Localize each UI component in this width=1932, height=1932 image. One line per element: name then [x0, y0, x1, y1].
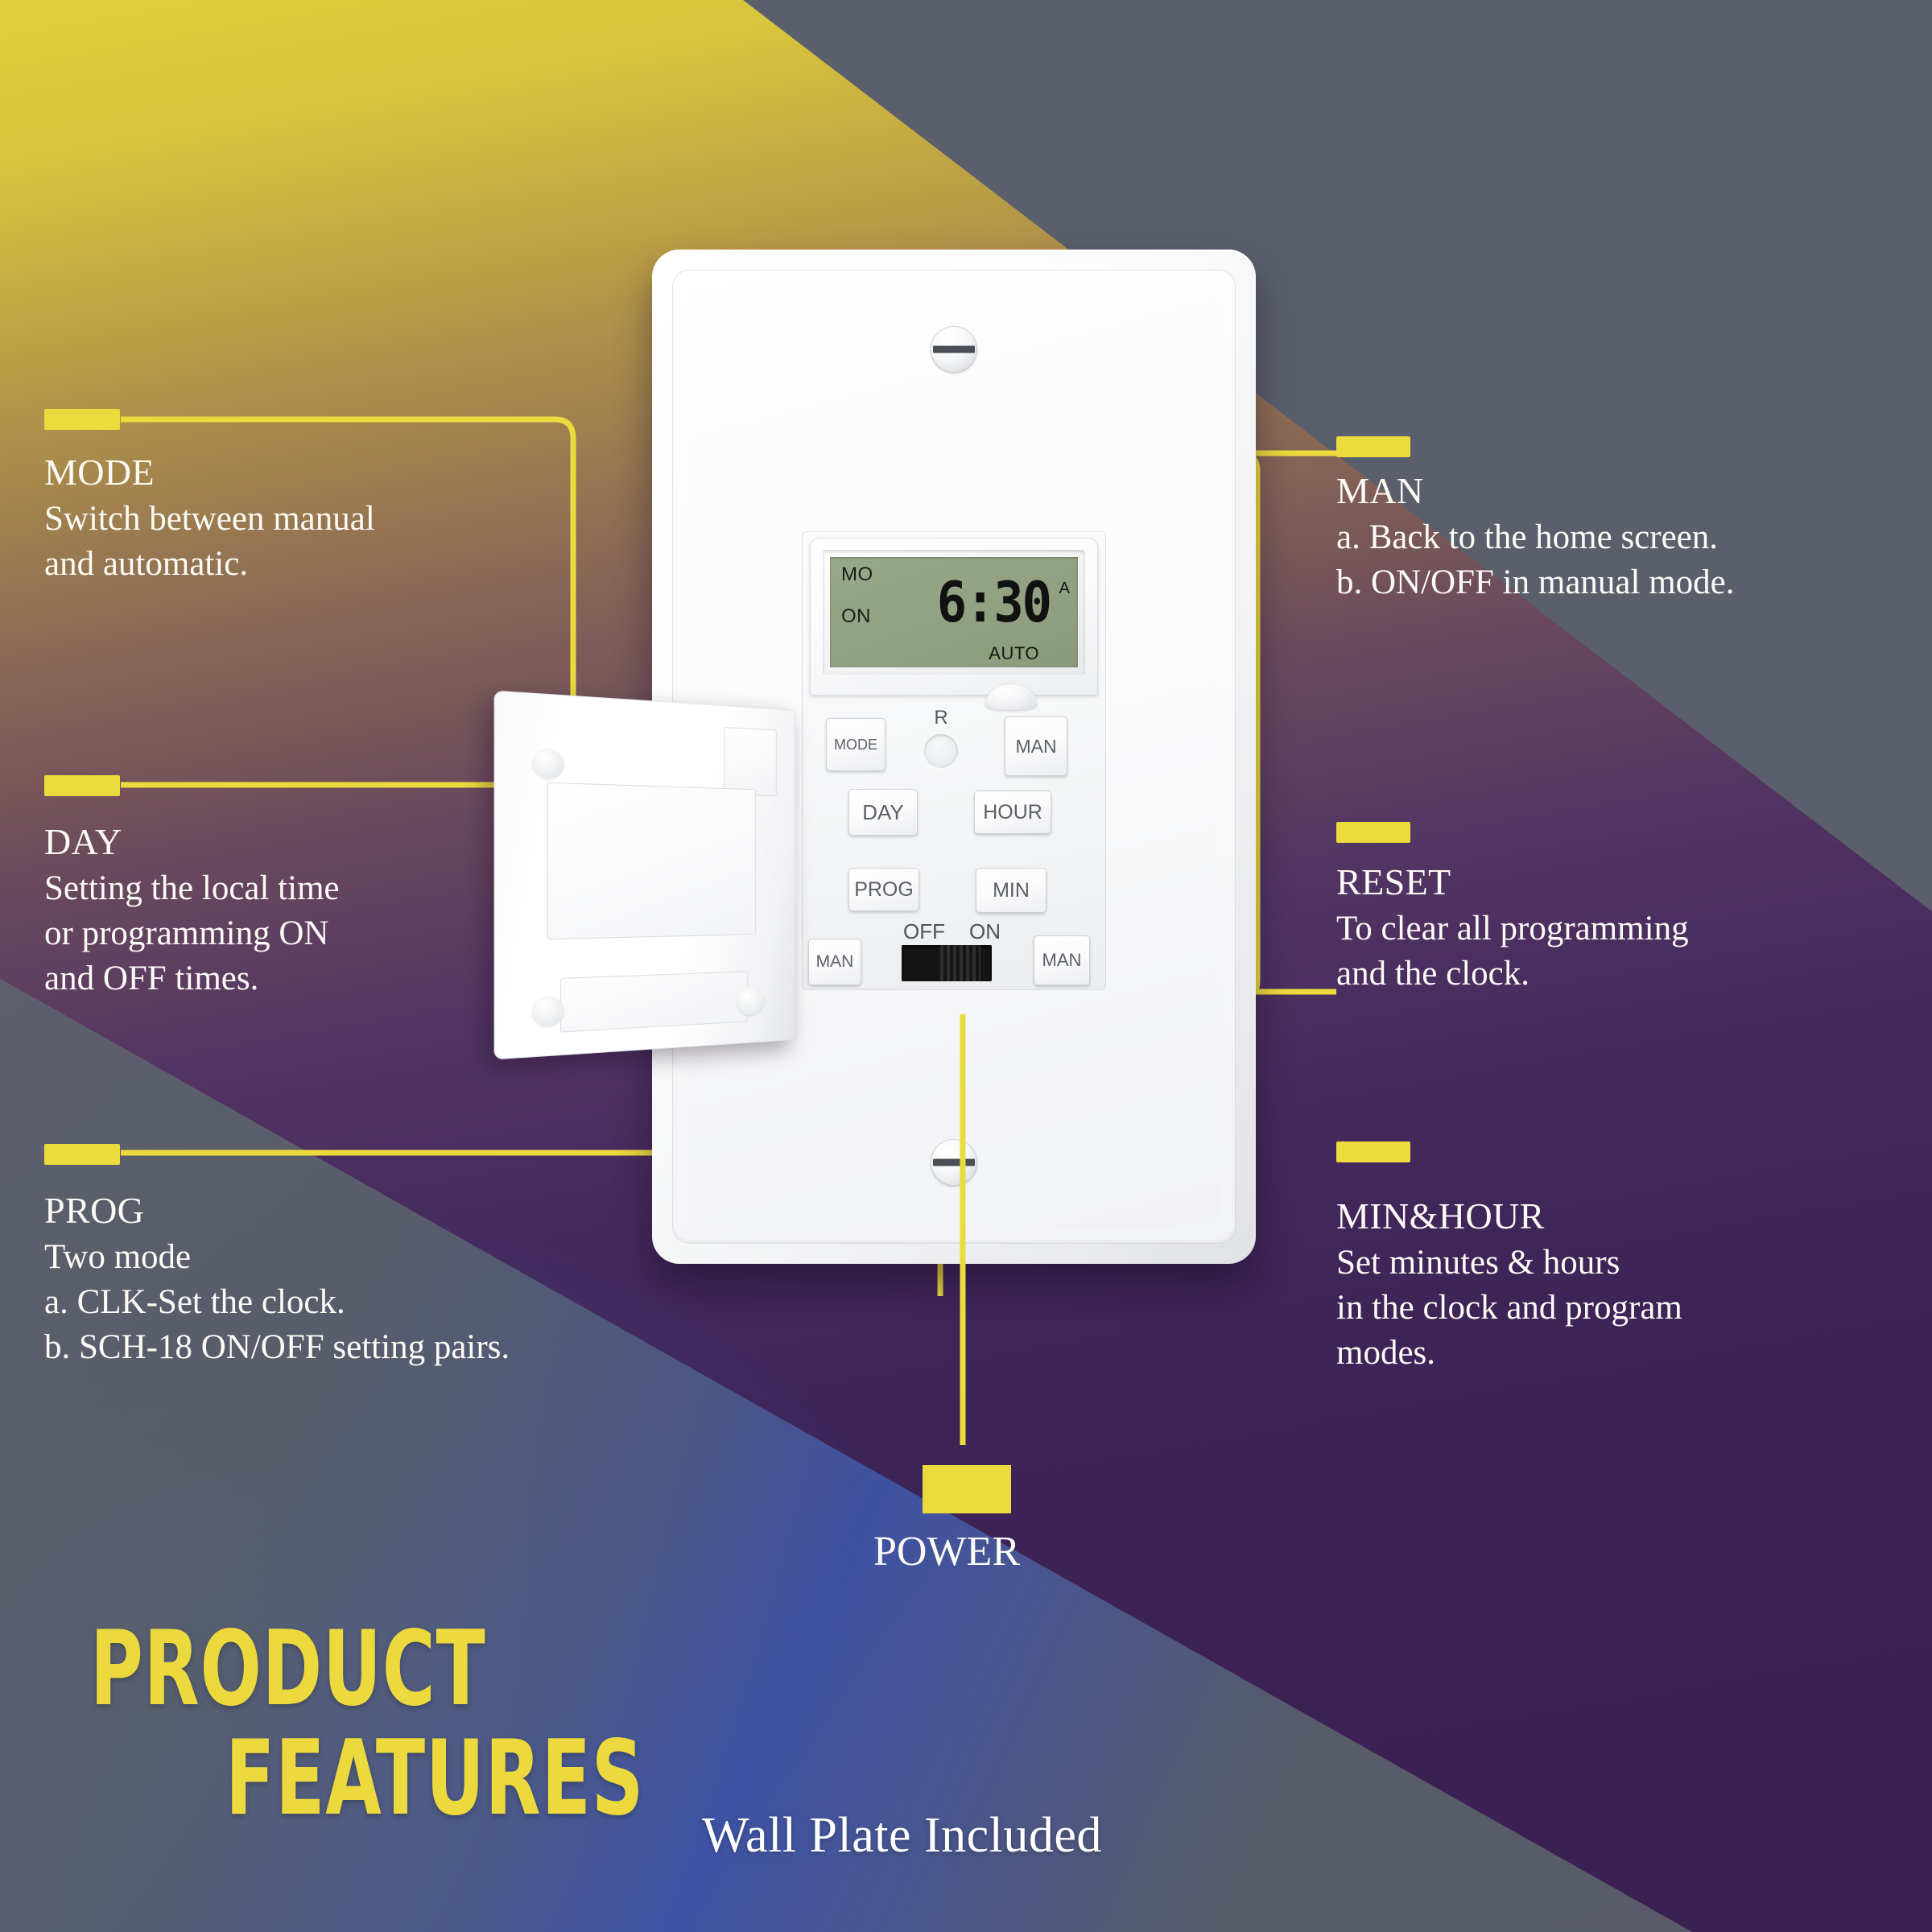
callout-min-hour-title: MIN&HOUR: [1336, 1195, 1545, 1236]
callout-day-line-2: or programming ON: [44, 914, 329, 952]
callout-min-hour-line-1: Set minutes & hours: [1336, 1243, 1620, 1282]
mode-button-label: MODE: [834, 736, 877, 753]
callout-reset-line-2: and the clock.: [1336, 954, 1530, 993]
hour-button[interactable]: HOUR: [974, 791, 1051, 834]
lcd-module: MO ON 6:30 A AUTO: [810, 538, 1098, 696]
man-button-bottom-left-label: MAN: [815, 952, 854, 971]
min-button-label: MIN: [993, 878, 1030, 902]
callout-min-hour-line-2: in the clock and program: [1336, 1288, 1682, 1327]
power-switch-off-label: OFF: [903, 919, 945, 943]
callout-min-hour-tab: [1336, 1141, 1410, 1162]
man-button-bottom-right[interactable]: MAN: [1034, 935, 1090, 985]
lcd-screen: MO ON 6:30 A AUTO: [830, 557, 1078, 667]
cover-boss-icon: [737, 986, 765, 1016]
callout-man-tab: [1336, 436, 1410, 457]
callout-mode-title: MODE: [44, 452, 155, 493]
callout-power: POWER: [873, 1513, 1020, 1575]
day-button[interactable]: DAY: [848, 789, 918, 836]
timer-faceplate: MO ON 6:30 A AUTO MODE R M: [802, 531, 1106, 990]
callout-mode-line-2: and automatic.: [44, 544, 249, 583]
callout-reset-title: RESET: [1336, 861, 1451, 902]
hour-button-label: HOUR: [983, 800, 1042, 824]
screw-bottom-icon: [931, 1139, 977, 1186]
footer-title-block: PRODUCT FEATURES: [90, 1609, 702, 1839]
man-button-top-right[interactable]: MAN: [1005, 716, 1067, 776]
man-button-top-right-label: MAN: [1015, 735, 1057, 757]
lcd-day-indicator: MO: [841, 564, 873, 585]
wall-timer-device: MO ON 6:30 A AUTO MODE R M: [493, 250, 1256, 1264]
wall-plate: MO ON 6:30 A AUTO MODE R M: [652, 250, 1256, 1264]
callout-man-line-1: a. Back to the home screen.: [1336, 518, 1719, 556]
mode-button[interactable]: MODE: [826, 718, 886, 771]
lcd-mode-indicator: AUTO: [989, 643, 1039, 663]
callout-mode-line-1: Switch between manual: [44, 499, 375, 538]
power-switch[interactable]: [902, 945, 992, 981]
callout-prog-line-2: a. CLK-Set the clock.: [44, 1282, 345, 1321]
callout-power-title: POWER: [873, 1529, 1020, 1575]
screw-top-icon: [931, 326, 977, 373]
callout-prog-line-1: Two mode: [44, 1237, 192, 1276]
man-button-bottom-left[interactable]: MAN: [808, 939, 861, 985]
callout-prog-line-3: b. SCH-18 ON/OFF setting pairs.: [44, 1327, 510, 1366]
callout-reset: RESET To clear all programming and the c…: [1336, 805, 1932, 997]
callout-day-title: DAY: [44, 821, 122, 862]
callout-prog: PROG Two mode a. CLK-Set the clock. b. S…: [44, 1141, 785, 1370]
callout-day: DAY Setting the local time or programmin…: [44, 773, 656, 1001]
lcd-thumb-nub: [985, 684, 1037, 710]
callout-day-tab: [44, 775, 120, 796]
callout-day-line-3: and OFF times.: [44, 959, 259, 997]
reset-label: R: [934, 707, 948, 729]
callout-man: MAN a. Back to the home screen. b. ON/OF…: [1336, 420, 1932, 605]
footer-tagline: Wall Plate Included: [702, 1808, 1102, 1863]
prog-button-label: PROG: [854, 877, 914, 901]
footer-title-line-2: FEATURES: [225, 1718, 645, 1839]
callout-day-line-1: Setting the local time: [44, 869, 340, 907]
callout-reset-line-1: To clear all programming: [1336, 909, 1689, 947]
lcd-ampm-indicator: A: [1059, 580, 1070, 597]
callout-man-title: MAN: [1336, 470, 1424, 511]
callout-prog-title: PROG: [44, 1190, 145, 1231]
power-switch-on-label: ON: [969, 919, 1001, 943]
lcd-state-indicator: ON: [841, 605, 871, 627]
footer-title-line-1: PRODUCT: [90, 1609, 486, 1729]
lcd-time-value: 6:30: [936, 569, 1052, 636]
callout-min-hour: MIN&HOUR Set minutes & hours in the cloc…: [1336, 1131, 1932, 1376]
power-switch-rocker[interactable]: [940, 945, 980, 981]
day-button-label: DAY: [862, 799, 904, 824]
callout-man-line-2: b. ON/OFF in manual mode.: [1336, 563, 1735, 601]
cover-latch-tab: [724, 726, 777, 797]
reset-button[interactable]: [924, 734, 958, 768]
callout-reset-tab: [1336, 822, 1410, 843]
callout-prog-tab: [44, 1144, 120, 1165]
callout-mode: MODE Switch between manual and automatic…: [44, 407, 656, 587]
prog-button[interactable]: PROG: [848, 868, 919, 911]
man-button-bottom-right-label: MAN: [1042, 950, 1082, 970]
callout-min-hour-line-3: modes.: [1336, 1333, 1436, 1372]
callout-mode-tab: [44, 409, 120, 430]
min-button[interactable]: MIN: [976, 868, 1046, 913]
lcd-bezel: MO ON 6:30 A AUTO: [823, 550, 1085, 675]
